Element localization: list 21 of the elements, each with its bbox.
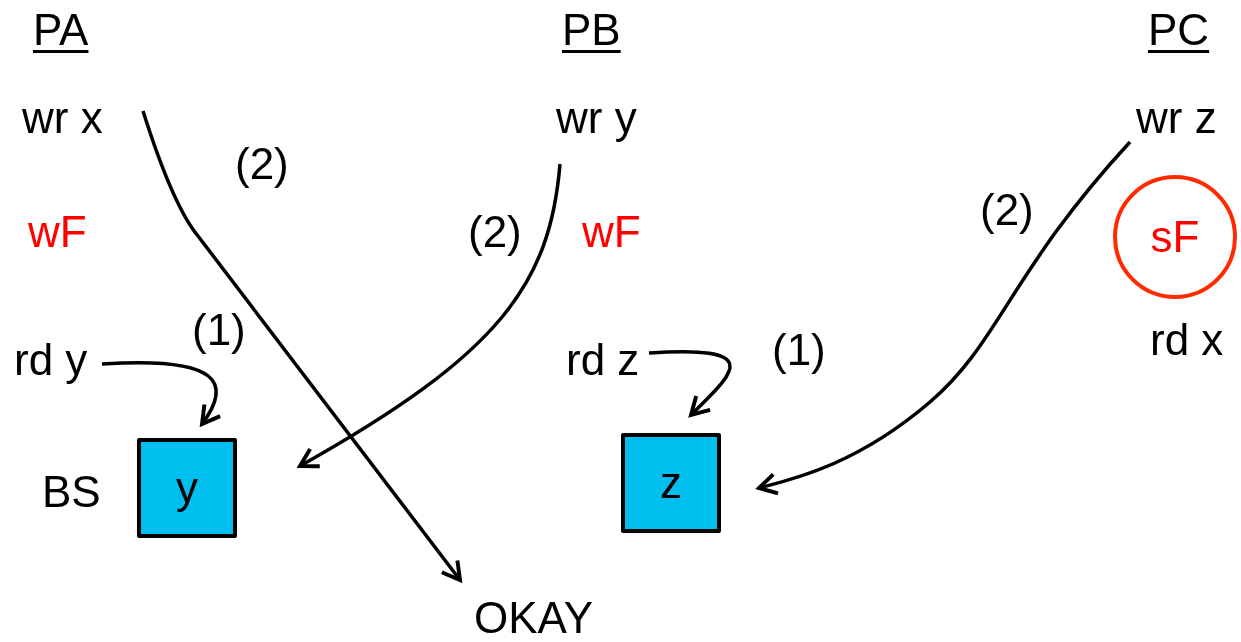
step-text: rd y bbox=[14, 338, 88, 382]
process-heading: PA bbox=[33, 8, 89, 52]
step-text: rd z bbox=[566, 338, 640, 382]
fence-label: wF bbox=[28, 210, 87, 254]
arrow bbox=[648, 350, 732, 417]
arrow bbox=[141, 110, 462, 582]
arrow bbox=[298, 163, 562, 468]
arrow bbox=[101, 361, 222, 426]
buffer-label: BS bbox=[42, 470, 101, 514]
step-text: wr y bbox=[556, 96, 637, 140]
process-heading: PC bbox=[1148, 8, 1210, 52]
step-text: wr x bbox=[22, 96, 103, 140]
step-text: rd x bbox=[1150, 318, 1224, 362]
buffer-square: y bbox=[137, 438, 237, 538]
step-text: wr z bbox=[1136, 96, 1217, 140]
fence-label: wF bbox=[582, 210, 641, 254]
arrow bbox=[757, 140, 1132, 496]
result-text: OKAY bbox=[474, 596, 593, 640]
fence-circle: sF bbox=[1113, 175, 1237, 299]
buffer-square: z bbox=[621, 433, 721, 533]
process-heading: PB bbox=[562, 8, 621, 52]
